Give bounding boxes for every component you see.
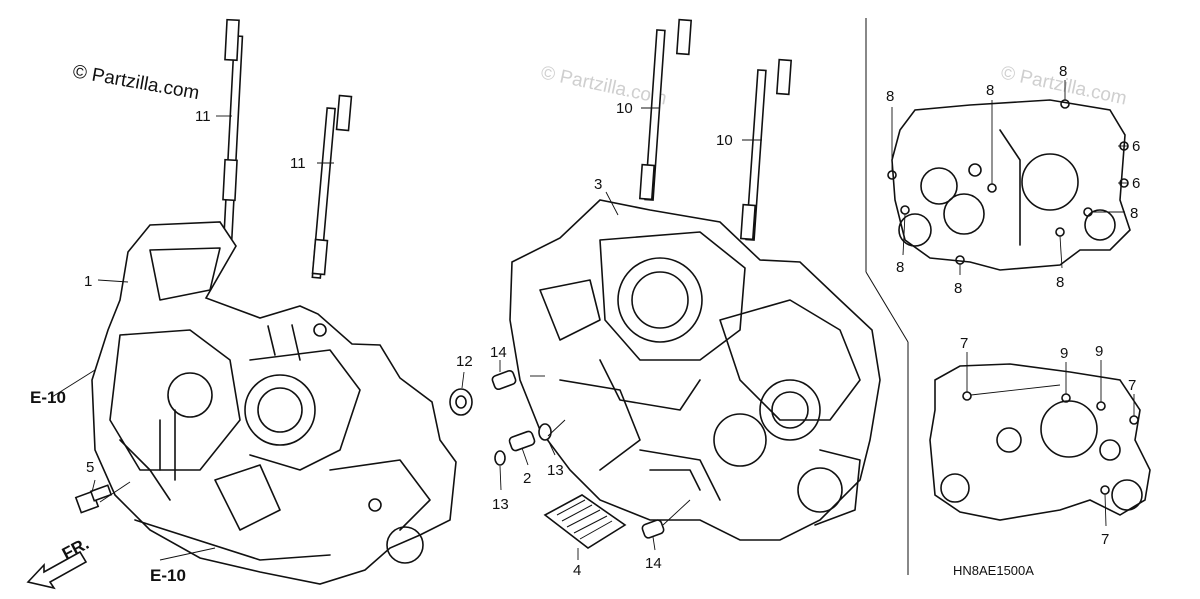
dowel-pin-2 bbox=[508, 430, 536, 452]
callout-8-f: 8 bbox=[954, 280, 962, 297]
stud-bolt-center-a bbox=[638, 18, 693, 201]
callout-6-a: 6 bbox=[1132, 138, 1140, 155]
watermark-faint-center: © Partzilla.com bbox=[539, 62, 669, 109]
stud-bolt-center-b bbox=[739, 58, 793, 241]
gasket-upper-drawing bbox=[887, 99, 1131, 271]
divider-diagonal bbox=[865, 271, 909, 343]
callout-9-b: 9 bbox=[1095, 343, 1103, 360]
callout-12: 12 bbox=[456, 353, 473, 370]
callout-13-right: 13 bbox=[547, 462, 564, 479]
o-ring-13-left bbox=[494, 450, 506, 466]
callout-14-upper: 14 bbox=[490, 344, 507, 361]
ref-label-e10-bottom: E-10 bbox=[150, 566, 186, 585]
callout-2: 2 bbox=[523, 470, 531, 487]
leader-lines bbox=[51, 80, 1135, 561]
callout-6-b: 6 bbox=[1132, 175, 1140, 192]
callout-10-right: 10 bbox=[716, 132, 733, 149]
oil-seal-12 bbox=[449, 388, 473, 416]
callout-11a: 11 bbox=[195, 108, 211, 125]
callout-4: 4 bbox=[573, 562, 581, 579]
callout-13-left: 13 bbox=[492, 496, 509, 513]
oil-strainer-4 bbox=[543, 494, 627, 549]
stud-bolt-short bbox=[311, 94, 353, 279]
callout-7-b: 7 bbox=[1128, 377, 1136, 394]
o-ring-13-right bbox=[538, 423, 552, 441]
callout-1: 1 bbox=[84, 273, 92, 290]
dowel-pin-14-lower bbox=[641, 519, 665, 539]
callout-7-c: 7 bbox=[1101, 531, 1109, 548]
watermark: © Partzilla.com bbox=[71, 61, 201, 104]
callout-8-a: 8 bbox=[886, 88, 894, 105]
dowel-pin-14-upper bbox=[491, 369, 517, 391]
front-direction-arrow: FR. bbox=[26, 534, 92, 590]
ref-label-e10-left: E-10 bbox=[30, 388, 66, 407]
front-direction-label: FR. bbox=[59, 534, 92, 564]
right-crankcase-drawing bbox=[509, 18, 881, 541]
callout-7-a: 7 bbox=[960, 335, 968, 352]
callout-14-lower: 14 bbox=[645, 555, 662, 572]
callout-8-b: 8 bbox=[986, 82, 994, 99]
callout-10-left: 10 bbox=[616, 100, 633, 117]
left-crankcase-drawing bbox=[91, 18, 457, 585]
callout-3: 3 bbox=[594, 176, 602, 193]
callout-11: 11 bbox=[290, 155, 306, 172]
drain-bolt-5 bbox=[74, 484, 113, 514]
diagram-code: HN8AE1500A bbox=[953, 563, 1034, 578]
stud-bolt-long bbox=[222, 18, 244, 247]
callout-5: 5 bbox=[86, 459, 94, 476]
callout-8-d: 8 bbox=[1130, 205, 1138, 222]
callout-numbers: 1 11 11 5 12 14 2 13 13 4 14 3 10 10 8 8… bbox=[84, 63, 1140, 579]
callout-8-c: 8 bbox=[1059, 63, 1067, 80]
callout-9-a: 9 bbox=[1060, 345, 1068, 362]
callout-8-e: 8 bbox=[896, 259, 904, 276]
callout-8-g: 8 bbox=[1056, 274, 1064, 291]
